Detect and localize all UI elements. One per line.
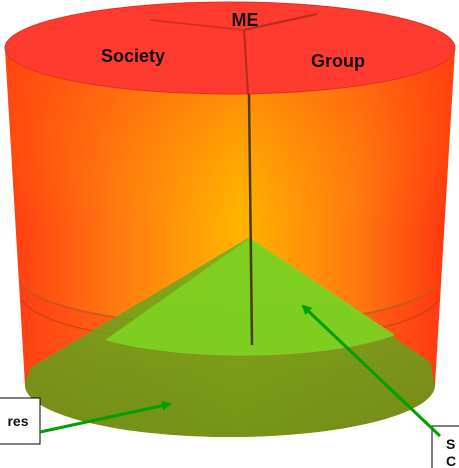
label-society: Society (101, 46, 165, 66)
label-group: Group (311, 51, 365, 71)
right-callout-arrow (301, 304, 442, 438)
label-me: ME (232, 10, 259, 30)
top-face-rim (4, 1, 456, 95)
right-callout-text-2: C (446, 453, 456, 468)
left-callout-box (0, 397, 41, 445)
left-callout-arrow (39, 400, 172, 434)
top-divider-back (149, 19, 245, 31)
left-callout-text: res (7, 413, 28, 429)
right-callout-text-1: S (446, 436, 455, 452)
top-face (5, 2, 455, 94)
top-divider-left (243, 29, 249, 95)
right-callout-box (431, 425, 459, 468)
top-divider-right (243, 13, 318, 31)
vertical-split-line (247, 93, 254, 346)
